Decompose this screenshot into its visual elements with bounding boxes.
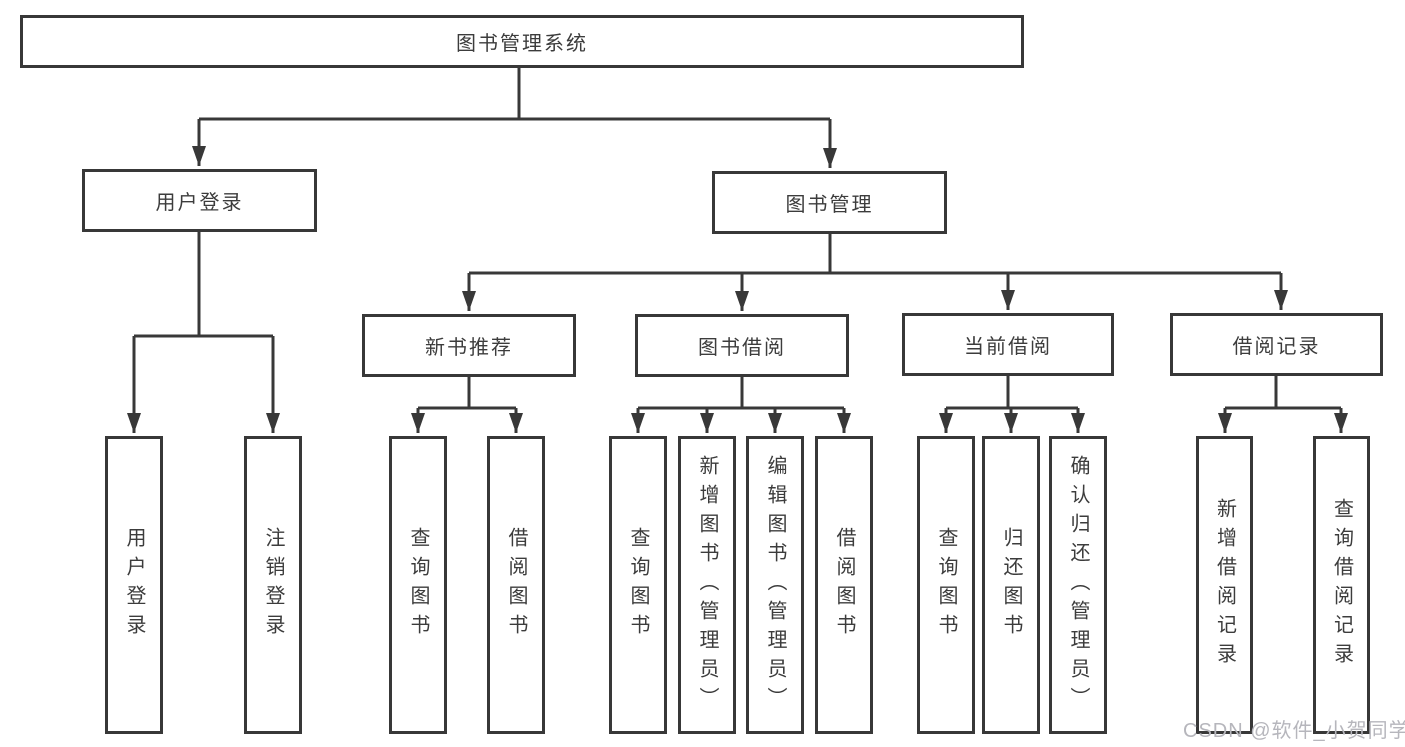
leaf-add-borrow-record: 新增借阅记录	[1196, 436, 1253, 734]
leaf-add-book-admin: 新增图书（管理员）	[678, 436, 736, 734]
leaf-query-borrow-record: 查询借阅记录	[1313, 436, 1370, 734]
leaf-current-query-books: 查询图书	[917, 436, 975, 734]
leaf-newbook-query-books: 查询图书	[389, 436, 447, 734]
node-user-login: 用户登录	[82, 169, 317, 232]
leaf-borrow-books: 借阅图书	[815, 436, 873, 734]
node-borrow-record: 借阅记录	[1170, 313, 1383, 376]
node-new-book-recommend: 新书推荐	[362, 314, 576, 377]
node-book-borrow: 图书借阅	[635, 314, 849, 377]
node-system-root: 图书管理系统	[20, 15, 1024, 68]
node-book-management: 图书管理	[712, 171, 947, 234]
leaf-borrow-query-books: 查询图书	[609, 436, 667, 734]
node-current-borrow: 当前借阅	[902, 313, 1114, 376]
leaf-return-books: 归还图书	[982, 436, 1040, 734]
leaf-newbook-borrow-books: 借阅图书	[487, 436, 545, 734]
leaf-edit-book-admin: 编辑图书（管理员）	[746, 436, 804, 734]
leaf-confirm-return-admin: 确认归还（管理员）	[1049, 436, 1107, 734]
leaf-logout: 注销登录	[244, 436, 302, 734]
csdn-watermark: CSDN @软件_小贺同学	[1183, 720, 1405, 742]
leaf-user-login: 用户登录	[105, 436, 163, 734]
